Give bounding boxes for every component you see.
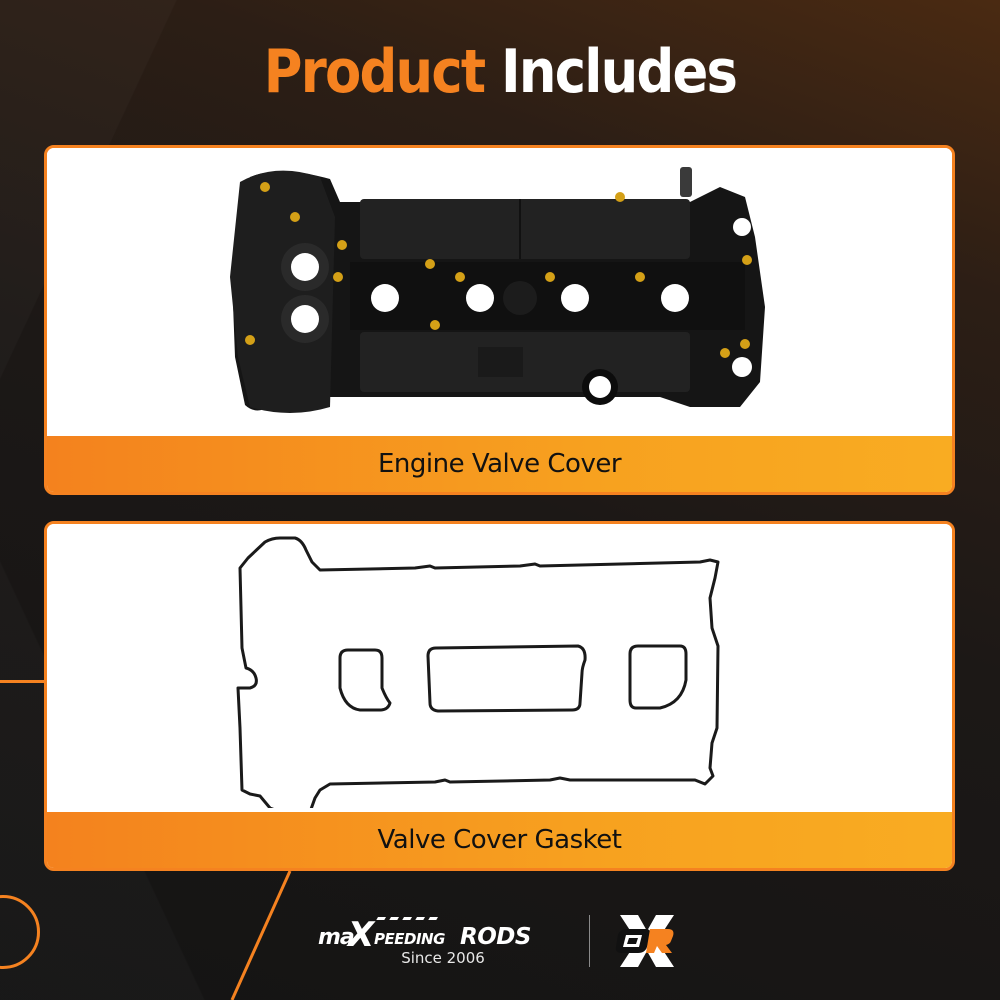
page-title: Product Includes <box>60 32 940 112</box>
valve-cover-gasket-icon <box>236 536 719 808</box>
maxpeedingrods-logo: ma X PEEDING RODS <box>318 915 531 951</box>
decorative-horizontal-line <box>0 680 44 683</box>
svg-text:ma: ma <box>318 925 354 950</box>
product-card-gasket: Valve Cover Gasket <box>44 521 955 871</box>
or-x-logo-icon <box>615 915 674 967</box>
title-rest: Includes <box>501 37 738 107</box>
gasket-image <box>47 524 952 812</box>
svg-text:RODS: RODS <box>460 924 531 950</box>
valve-cover-image <box>47 148 952 436</box>
caption-engine-valve-cover: Engine Valve Cover <box>377 449 622 479</box>
footer-branding: ma X PEEDING RODS Since 2006 <box>0 905 1000 975</box>
caption-bar: Engine Valve Cover <box>47 436 952 492</box>
svg-text:X: X <box>346 915 376 951</box>
title-accent: Product <box>263 37 486 107</box>
footer-divider <box>589 915 590 967</box>
caption-valve-cover-gasket: Valve Cover Gasket <box>377 825 622 855</box>
engine-valve-cover-icon <box>229 167 765 413</box>
svg-text:PEEDING: PEEDING <box>374 930 445 948</box>
product-card-valve-cover: Engine Valve Cover <box>44 145 955 495</box>
caption-bar: Valve Cover Gasket <box>47 812 952 868</box>
brand-tagline: Since 2006 <box>401 949 485 967</box>
